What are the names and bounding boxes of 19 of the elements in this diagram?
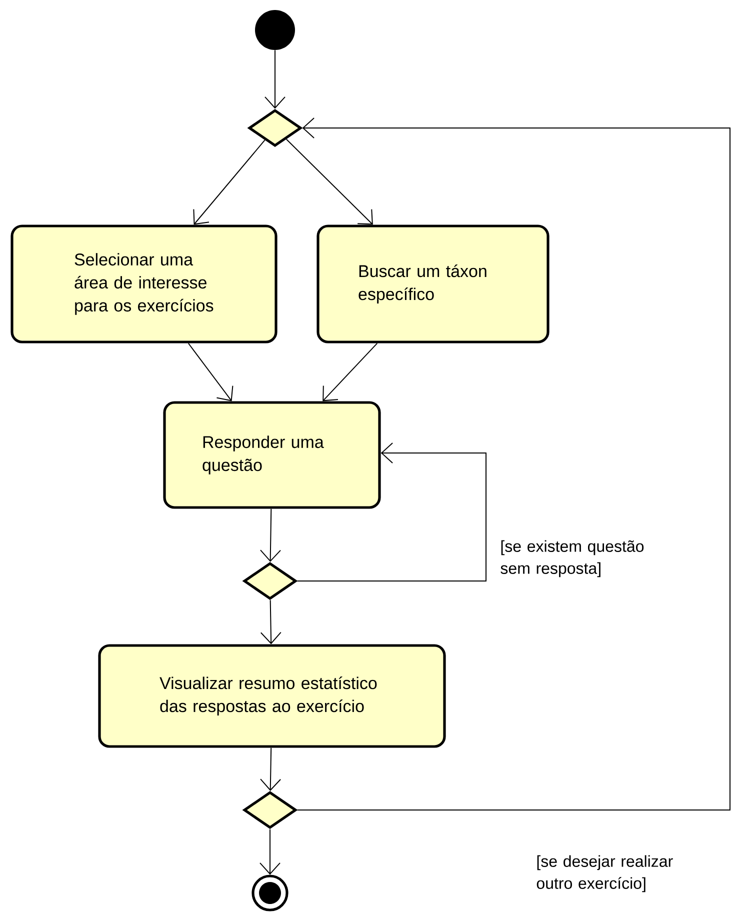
arrow	[260, 828, 280, 875]
edge-label: [se existem questão sem resposta]	[500, 540, 644, 578]
arrow	[260, 508, 281, 562]
end-node	[252, 874, 288, 912]
action-box: Selecionar uma área de interesse para os exercícios	[10, 224, 278, 344]
edge-label: [se desejar realizar outro exercício]	[536, 855, 673, 892]
arrow	[322, 342, 378, 402]
action-box: Responder uma questão	[163, 401, 381, 509]
arrow	[296, 118, 730, 810]
arrow	[264, 50, 286, 109]
arrow	[193, 140, 266, 225]
arrow	[296, 442, 486, 582]
start-node	[255, 10, 295, 50]
arrow	[188, 342, 234, 402]
action-box: Buscar um táxon específico	[316, 224, 550, 344]
action-box: Visualizar resumo estatístico das respostas ao exercício	[98, 644, 446, 748]
arrow	[286, 138, 373, 225]
arrow	[260, 747, 282, 791]
arrow	[260, 600, 282, 644]
